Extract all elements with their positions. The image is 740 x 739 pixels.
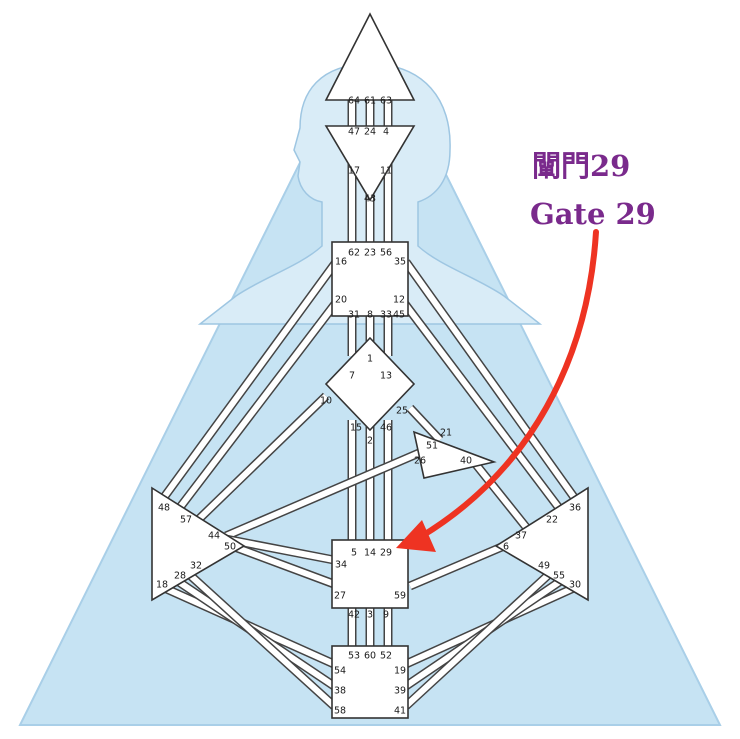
gate-label-38: 38 (334, 686, 346, 697)
head-center (324, 12, 416, 101)
solar-plexus-center (494, 486, 589, 602)
channel-fill-throat-spleen-1 (159, 260, 339, 502)
gate-label-27: 27 (334, 591, 346, 602)
gate-label-47: 47 (348, 127, 360, 138)
gate-label-15: 15 (350, 423, 362, 434)
gate-label-33: 33 (380, 310, 392, 321)
channel-fill-heart-sp (471, 460, 533, 534)
gate-labels-layer: 1234567891011121314151617181920212223242… (156, 96, 581, 717)
gate-label-64: 64 (348, 96, 360, 107)
gate-label-52: 52 (380, 651, 392, 662)
gate-label-50: 50 (224, 542, 236, 553)
gate-label-40: 40 (460, 456, 472, 467)
gate-label-7: 7 (349, 371, 355, 382)
gate-label-36: 36 (569, 503, 581, 514)
channel-fill-heart-spleen (224, 447, 428, 539)
gate-label-31: 31 (348, 310, 360, 321)
gate-label-29: 29 (380, 548, 392, 559)
gate-label-51: 51 (426, 441, 438, 452)
gate-label-53: 53 (348, 651, 360, 662)
gate-label-12: 12 (393, 295, 405, 306)
heart-center (412, 430, 497, 479)
annotation-english: Gate 29 (530, 197, 656, 231)
gate-label-45: 45 (393, 310, 405, 321)
gate-label-43: 43 (364, 194, 376, 205)
gate-label-55: 55 (553, 571, 565, 582)
channel-fill-sp-root-3 (403, 563, 561, 709)
gate-label-16: 16 (335, 257, 347, 268)
gate-label-37: 37 (515, 531, 527, 542)
gate-label-26: 26 (414, 456, 426, 467)
gate-label-2: 2 (367, 436, 373, 447)
gate-label-49: 49 (538, 561, 550, 572)
spleen-center (151, 486, 246, 602)
channel-fill-spleen-sacral (230, 543, 336, 587)
channel-fill-g-spleen (195, 393, 329, 523)
gate-label-32: 32 (190, 561, 202, 572)
gate-label-3: 3 (367, 610, 373, 621)
gate-label-5: 5 (351, 548, 357, 559)
gate-label-25: 25 (396, 406, 408, 417)
sacral-center (331, 539, 409, 609)
channel-fill-throat-spleen-2 (175, 298, 341, 512)
gate-label-48: 48 (158, 503, 170, 514)
gate-label-1: 1 (367, 354, 373, 365)
throat-center (331, 241, 409, 317)
gate-label-18: 18 (156, 580, 168, 591)
curved-arrow-icon (419, 229, 599, 539)
gate-label-30: 30 (569, 580, 581, 591)
channel-fill-throat-sp-1 (403, 260, 579, 502)
gate-label-57: 57 (180, 515, 192, 526)
gate-label-42: 42 (348, 610, 360, 621)
centers-layer (151, 12, 589, 719)
gate-label-22: 22 (546, 515, 558, 526)
gate-label-17: 17 (348, 166, 360, 177)
gate-label-19: 19 (394, 666, 406, 677)
gate-label-44: 44 (208, 531, 220, 542)
root-center (331, 645, 409, 719)
gate-label-10: 10 (320, 396, 332, 407)
gate-label-63: 63 (380, 96, 392, 107)
g-center (324, 336, 416, 432)
gate-label-34: 34 (335, 560, 347, 571)
gate-label-4: 4 (383, 127, 389, 138)
gate-label-39: 39 (394, 686, 406, 697)
ajna-center (324, 125, 416, 202)
channel-fill-g-heart (407, 405, 443, 443)
arrow-head-icon (396, 520, 436, 552)
gate-label-54: 54 (334, 666, 346, 677)
channel-fill-throat-sp-2 (399, 298, 565, 514)
gate-label-21: 21 (440, 428, 452, 439)
gate-label-56: 56 (380, 248, 392, 259)
annotation-chinese: 闡門29 (532, 149, 630, 183)
gate-label-23: 23 (364, 248, 376, 259)
gate-label-62: 62 (348, 248, 360, 259)
gate-label-11: 11 (380, 166, 392, 177)
gate-label-59: 59 (394, 591, 406, 602)
gate-label-13: 13 (380, 371, 392, 382)
gate-label-8: 8 (367, 310, 373, 321)
channel-fill-spleen-root-3 (177, 563, 337, 709)
gate-label-41: 41 (394, 706, 406, 717)
gate-label-58: 58 (334, 706, 346, 717)
gate-label-24: 24 (364, 127, 376, 138)
gate-label-20: 20 (335, 295, 347, 306)
gate-label-14: 14 (364, 548, 376, 559)
gate-label-61: 61 (364, 96, 376, 107)
gate-label-6: 6 (503, 542, 509, 553)
gate-label-46: 46 (380, 423, 392, 434)
gate-label-35: 35 (394, 257, 406, 268)
gate-label-9: 9 (383, 610, 389, 621)
gate-label-28: 28 (174, 571, 186, 582)
channel-fill-sp-sacral (408, 543, 506, 589)
gate-label-60: 60 (364, 651, 376, 662)
